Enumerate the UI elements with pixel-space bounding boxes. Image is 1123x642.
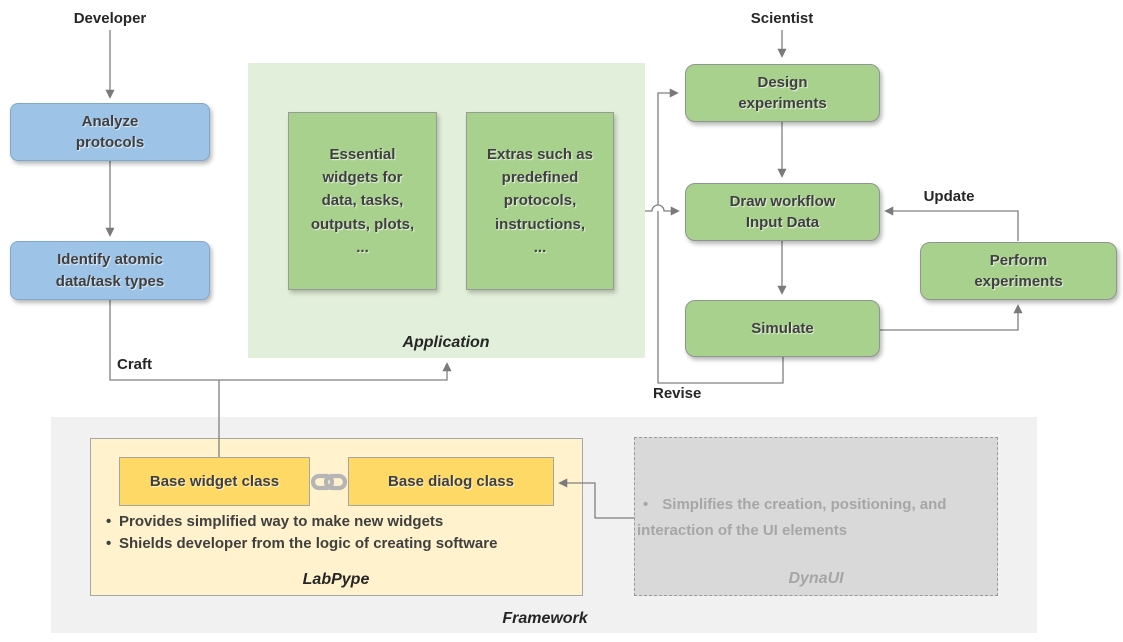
framework-label: Framework: [502, 610, 588, 627]
bullet-icon: •: [106, 535, 112, 552]
labpype-label: LabPype: [302, 571, 370, 588]
dynaui-label: DynaUI: [788, 570, 844, 587]
analyze-protocols-text: Analyze protocols: [75, 112, 145, 151]
labpype-bullet-item: • Provides simplified way to make new wi…: [97, 511, 577, 533]
revise-label: Revise: [653, 385, 702, 402]
essential-widgets-box: Essential widgets for data, tasks, outpu…: [288, 112, 437, 290]
base-dialog-class-text: Base dialog class: [388, 472, 514, 490]
line-hop-fill: [652, 205, 664, 211]
identify-types-text: Identify atomic data/task types: [55, 251, 165, 290]
simulate-box: Simulate: [685, 300, 880, 357]
analyze-protocols-box: Analyze protocols: [10, 103, 210, 161]
application-label: Application: [402, 334, 490, 351]
dynaui-bullet-text: Simplifies the creation, positioning, an…: [637, 496, 947, 539]
labpype-bullet-text: Shields developer from the logic of crea…: [119, 535, 498, 552]
developer-label: Developer: [73, 10, 147, 27]
perform-experiments-box: Perform experiments: [920, 242, 1117, 300]
scientist-label: Scientist: [750, 10, 814, 27]
draw-workflow-box: Draw workflow Input Data: [685, 183, 880, 241]
arrow-update-loop: [884, 206, 1019, 241]
arrow-application-draw: [645, 204, 680, 216]
labpype-bullet-list: • Provides simplified way to make new wi…: [97, 511, 577, 555]
bullet-icon: •: [643, 496, 649, 513]
labpype-bullet-item: • Shields developer from the logic of cr…: [97, 533, 577, 555]
perform-experiments-text: Perform experiments: [974, 251, 1063, 290]
bullet-icon: •: [106, 513, 112, 530]
labpype-bullet-text: Provides simplified way to make new widg…: [119, 513, 444, 530]
dynaui-panel: [634, 437, 998, 596]
draw-workflow-text: Draw workflow Input Data: [729, 192, 836, 231]
design-experiments-text: Design experiments: [738, 73, 827, 112]
dynaui-bullet-item: •Simplifies the creation, positioning, a…: [637, 492, 989, 544]
arrow-simulate-perform: [880, 304, 1023, 331]
simulate-text: Simulate: [751, 319, 814, 337]
design-experiments-box: Design experiments: [685, 64, 880, 122]
extras-text: Extras such as predefined protocols, ins…: [487, 145, 593, 256]
base-dialog-class-box: Base dialog class: [348, 457, 554, 506]
base-widget-class-text: Base widget class: [149, 472, 280, 490]
craft-label: Craft: [117, 356, 153, 373]
chain-link-icon: [310, 469, 348, 500]
base-widget-class-box: Base widget class: [119, 457, 310, 506]
essential-widgets-text: Essential widgets for data, tasks, outpu…: [310, 145, 415, 256]
identify-types-box: Identify atomic data/task types: [10, 241, 210, 300]
extras-box: Extras such as predefined protocols, ins…: [466, 112, 614, 290]
update-label: Update: [923, 188, 975, 205]
